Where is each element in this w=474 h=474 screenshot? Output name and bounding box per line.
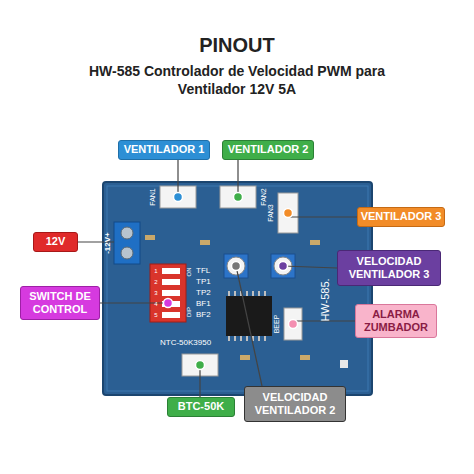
callout-box: VELOCIDAD VENTILADOR 2 xyxy=(244,386,346,422)
title: PINOUT xyxy=(0,34,474,56)
pin-number: 1 xyxy=(154,268,157,275)
leader-lines xyxy=(78,160,357,397)
dip-lever xyxy=(162,290,180,296)
smd-part xyxy=(200,240,210,245)
dip-switch xyxy=(150,264,186,322)
callout-text: VELOCIDAD VENTILADOR 3 xyxy=(340,255,438,281)
callout-text-group: SWITCH DE CONTROL xyxy=(23,290,97,316)
pin-dot xyxy=(232,262,241,271)
board-name: HW-585. xyxy=(319,278,331,321)
terminal-block xyxy=(114,222,140,264)
silkscreen-text: -12V+ xyxy=(104,232,113,254)
callout-box: 12V xyxy=(33,232,78,252)
callout-box: ALARMA ZUMBADOR xyxy=(355,304,437,338)
callout-text: ALARMA ZUMBADOR xyxy=(358,308,434,334)
potentiometer-knob xyxy=(227,257,245,275)
smd-part xyxy=(145,235,155,240)
terminal-screw xyxy=(121,227,133,239)
callout-text: VENTILADOR 3 xyxy=(361,210,442,223)
callout-text-group: VELOCIDAD VENTILADOR 2 xyxy=(247,391,343,417)
smd-part xyxy=(300,355,310,360)
callout-box: BTC-50K xyxy=(167,397,235,417)
callout-box: VENTILADOR 1 xyxy=(118,140,210,160)
callout-text: BTC-50K xyxy=(178,400,224,413)
dip-lever xyxy=(162,279,180,285)
switch-name: TP2 xyxy=(196,289,211,298)
pin-dot xyxy=(196,361,205,370)
pin-dot xyxy=(174,193,183,202)
terminal-screw xyxy=(121,247,133,259)
silkscreen-text: BEEP xyxy=(273,315,281,334)
pin-dot xyxy=(284,209,293,218)
silkscreen-text: ON xyxy=(186,268,193,277)
callout-box: VENTILADOR 2 xyxy=(222,140,314,160)
switch-name: BF2 xyxy=(196,311,211,320)
subtitle: HW-585 Controlador de Velocidad PWM para… xyxy=(87,62,387,98)
pin-number: 3 xyxy=(154,290,157,297)
callout-text-group: VENTILADOR 1 xyxy=(124,143,205,156)
pin-dot xyxy=(234,193,243,202)
potentiometer xyxy=(224,254,248,278)
callout-box: VENTILADOR 3 xyxy=(357,207,445,227)
silkscreen-text: DIP xyxy=(186,307,193,317)
callout-text-group: VENTILADOR 3 xyxy=(361,210,442,223)
callout-text: VENTILADOR 1 xyxy=(124,143,205,156)
led xyxy=(340,360,348,368)
pin-number: 5 xyxy=(154,312,157,319)
callout-text: VELOCIDAD VENTILADOR 2 xyxy=(247,391,343,417)
callout-box: VELOCIDAD VENTILADOR 3 xyxy=(337,250,441,286)
pin-number: 2 xyxy=(154,279,157,286)
pin-number: 4 xyxy=(154,301,157,308)
callout-text-group: VELOCIDAD VENTILADOR 3 xyxy=(340,255,438,281)
silkscreen-text: FAN2 xyxy=(260,188,268,206)
pcb-board xyxy=(103,182,372,395)
callout-text: 12V xyxy=(46,235,66,248)
pin-dot xyxy=(279,262,288,271)
callout-box: SWITCH DE CONTROL xyxy=(20,286,100,320)
silkscreen-text: FAN1 xyxy=(149,188,157,206)
callout-text-group: 12V xyxy=(46,235,66,248)
beep-connector xyxy=(284,308,302,340)
silkscreen-text: FAN3 xyxy=(267,204,275,222)
dip-lever xyxy=(162,268,180,274)
pin-dot xyxy=(289,320,298,329)
pin-dot xyxy=(164,299,173,308)
callout-text-group: BTC-50K xyxy=(178,400,224,413)
callout-text: VENTILADOR 2 xyxy=(228,143,309,156)
fan3-connector xyxy=(278,193,298,233)
callout-text-group: ALARMA ZUMBADOR xyxy=(358,308,434,334)
callout-text: SWITCH DE CONTROL xyxy=(23,290,97,316)
smd-part xyxy=(240,355,250,360)
ic-chip xyxy=(226,296,272,336)
smd-part xyxy=(310,240,320,245)
callout-text-group: VENTILADOR 2 xyxy=(228,143,309,156)
silkscreen-text: NTC-50K3950 xyxy=(160,339,211,348)
dip-lever xyxy=(162,312,180,318)
switch-name: BF1 xyxy=(196,300,211,309)
switch-name: TP1 xyxy=(196,278,211,287)
switch-name: TFL xyxy=(196,267,210,276)
